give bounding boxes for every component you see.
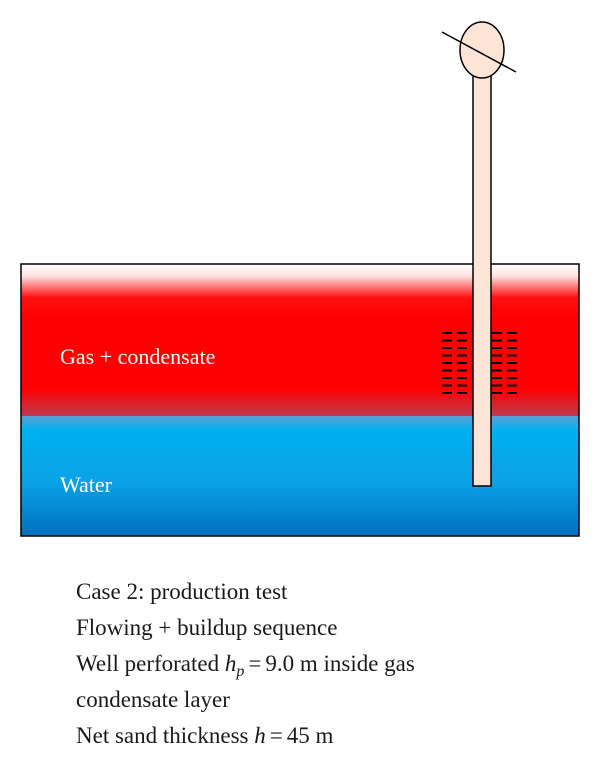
caption-h-equals: = — [269, 723, 283, 748]
caption-line-perforation: Well perforated hp=9.0 m inside gas — [76, 646, 576, 682]
caption-hp-sub: p — [236, 663, 245, 680]
perforation-marks — [442, 332, 517, 394]
caption-line-sequence: Flowing + buildup sequence — [76, 615, 338, 640]
caption-hp-value: 9.0 m inside gas — [265, 651, 415, 676]
caption-thickness-text: Net sand thickness — [76, 723, 255, 748]
caption-line-thickness: Net sand thickness h=45 m — [76, 718, 576, 754]
caption-h-var: h — [254, 723, 266, 748]
wellhead-valve-icon — [459, 21, 505, 79]
water-layer-label: Water — [60, 472, 113, 497]
caption-line-case: Case 2: production test — [76, 579, 288, 604]
reservoir-diagram: Gas + condensate Water — [20, 21, 580, 537]
gas-layer-label: Gas + condensate — [60, 344, 215, 369]
caption-perforated-text: Well perforated — [76, 651, 225, 676]
wellbore — [472, 69, 492, 487]
caption-line-layer: condensate layer — [76, 687, 230, 712]
diagram-caption: Case 2: production test Flowing + buildu… — [76, 574, 576, 754]
reservoir-outline — [20, 263, 580, 537]
caption-hp-equals: = — [248, 651, 262, 676]
valve-handle — [441, 31, 517, 73]
caption-h-value: 45 m — [286, 723, 334, 748]
caption-hp-var: h — [224, 651, 237, 676]
